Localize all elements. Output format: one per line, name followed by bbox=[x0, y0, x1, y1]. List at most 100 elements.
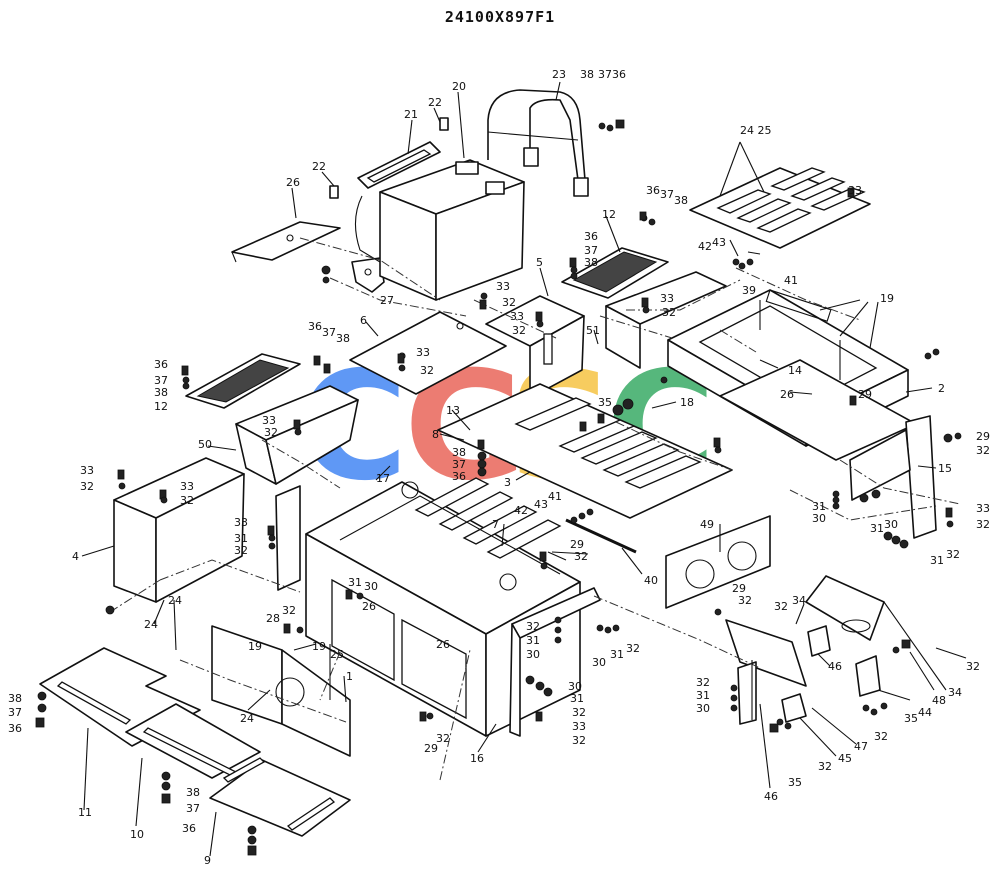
floor-plate-part-9 bbox=[209, 757, 351, 837]
callout: 37 bbox=[8, 706, 22, 719]
callout: 32 bbox=[966, 660, 980, 673]
callout: 30 bbox=[884, 518, 898, 531]
grille-part-12-upper bbox=[561, 247, 669, 299]
callout: 44 bbox=[918, 706, 932, 719]
grille-part-12-left bbox=[185, 353, 301, 409]
callout: 38 bbox=[584, 256, 598, 269]
callout: 30 bbox=[568, 680, 582, 693]
callout: 30 bbox=[364, 580, 378, 593]
callout: 36 bbox=[612, 68, 626, 81]
callout: 42 bbox=[514, 504, 528, 517]
callout: 32 bbox=[80, 480, 94, 493]
callout: 31 bbox=[696, 689, 710, 702]
callout: 26 bbox=[286, 176, 300, 189]
callout: 32 bbox=[738, 594, 752, 607]
callout: 41 bbox=[548, 490, 562, 503]
bracket-part-47 bbox=[725, 619, 807, 687]
callout: 32 bbox=[572, 706, 586, 719]
callout: 14 bbox=[788, 364, 802, 377]
callout: 30 bbox=[526, 648, 540, 661]
callout: 38 bbox=[580, 68, 594, 81]
callout: 32 bbox=[526, 620, 540, 633]
callout: 19 bbox=[312, 640, 326, 653]
callout: 34 bbox=[792, 594, 806, 607]
callout: 33 bbox=[660, 292, 674, 305]
callout: 24 bbox=[240, 712, 254, 725]
callout: 32 bbox=[282, 604, 296, 617]
callout: 39 bbox=[742, 284, 756, 297]
callout: 37 bbox=[598, 68, 612, 81]
callout: 33 bbox=[234, 516, 248, 529]
assembly-lines bbox=[109, 237, 961, 781]
callout: 12 bbox=[602, 208, 616, 221]
plate-part-27 bbox=[231, 221, 341, 263]
callout: 33 bbox=[572, 720, 586, 733]
grated-deck-part-3-13 bbox=[437, 383, 733, 519]
callout: 21 bbox=[404, 108, 418, 121]
callout: 33 bbox=[976, 502, 990, 515]
callout: 24 25 bbox=[740, 124, 772, 137]
callout: 38 bbox=[154, 386, 168, 399]
callout: 33 bbox=[180, 480, 194, 493]
tank-box-part-20 bbox=[354, 159, 525, 301]
callout: 38 bbox=[674, 194, 688, 207]
callout: 32 bbox=[976, 444, 990, 457]
callout: 43 bbox=[712, 236, 726, 249]
callout: 33 bbox=[510, 310, 524, 323]
callout: 24 bbox=[144, 618, 158, 631]
callout: 30 bbox=[696, 702, 710, 715]
door-part-24-25 bbox=[211, 625, 351, 757]
callout: 36 bbox=[182, 822, 196, 835]
callout: 3 bbox=[504, 476, 511, 489]
callout: 32 bbox=[180, 494, 194, 507]
callout: 38 bbox=[186, 786, 200, 799]
callout: 32 bbox=[818, 760, 832, 773]
callout: 50 bbox=[198, 438, 212, 451]
callout: 41 bbox=[784, 274, 798, 287]
rod-part-40 bbox=[565, 518, 637, 554]
callout: 36 bbox=[646, 184, 660, 197]
handrail-part-23 bbox=[487, 89, 589, 197]
drawing-number: 24100X897F1 bbox=[445, 8, 555, 26]
callout: 7 bbox=[492, 518, 499, 531]
callout: 29 bbox=[570, 538, 584, 551]
callout: 46 bbox=[764, 790, 778, 803]
callout: 42 bbox=[698, 240, 712, 253]
callout: 35 bbox=[904, 712, 918, 725]
callout: 35 bbox=[788, 776, 802, 789]
callout: 34 bbox=[948, 686, 962, 699]
callout: 49 bbox=[700, 518, 714, 531]
main-body-part-1-7 bbox=[305, 477, 581, 737]
callout: 33 bbox=[496, 280, 510, 293]
callout: 31 bbox=[526, 634, 540, 647]
panel-part-5 bbox=[485, 295, 585, 399]
callout: 37 bbox=[660, 188, 674, 201]
lid-part-21 bbox=[357, 141, 441, 189]
callout: 26 bbox=[436, 638, 450, 651]
callout: 51 bbox=[586, 324, 600, 337]
callout: 32 bbox=[436, 732, 450, 745]
callout: 32 bbox=[662, 306, 676, 319]
callout: 29 bbox=[732, 582, 746, 595]
callout: 31 bbox=[812, 500, 826, 513]
callout: 32 bbox=[874, 730, 888, 743]
callout: 23 bbox=[552, 68, 566, 81]
callout: 1 bbox=[346, 670, 353, 683]
callout: 46 bbox=[828, 660, 842, 673]
panel-part-49 bbox=[665, 515, 771, 609]
side-rail-part-15 bbox=[849, 415, 937, 539]
callout: 11 bbox=[78, 806, 92, 819]
callout: 9 bbox=[204, 854, 211, 867]
callout: 31 bbox=[348, 576, 362, 589]
callout: 26 bbox=[780, 388, 794, 401]
callout: 32 bbox=[774, 600, 788, 613]
callout: 32 bbox=[502, 296, 516, 309]
callout: 38 bbox=[452, 446, 466, 459]
callout: 33 bbox=[80, 464, 94, 477]
callout: 5 bbox=[536, 256, 543, 269]
callout: 38 bbox=[8, 692, 22, 705]
callout: 32 bbox=[572, 734, 586, 747]
floor-plate-part-10 bbox=[125, 703, 261, 779]
callout: 32 bbox=[574, 550, 588, 563]
callout: 22 bbox=[428, 96, 442, 109]
